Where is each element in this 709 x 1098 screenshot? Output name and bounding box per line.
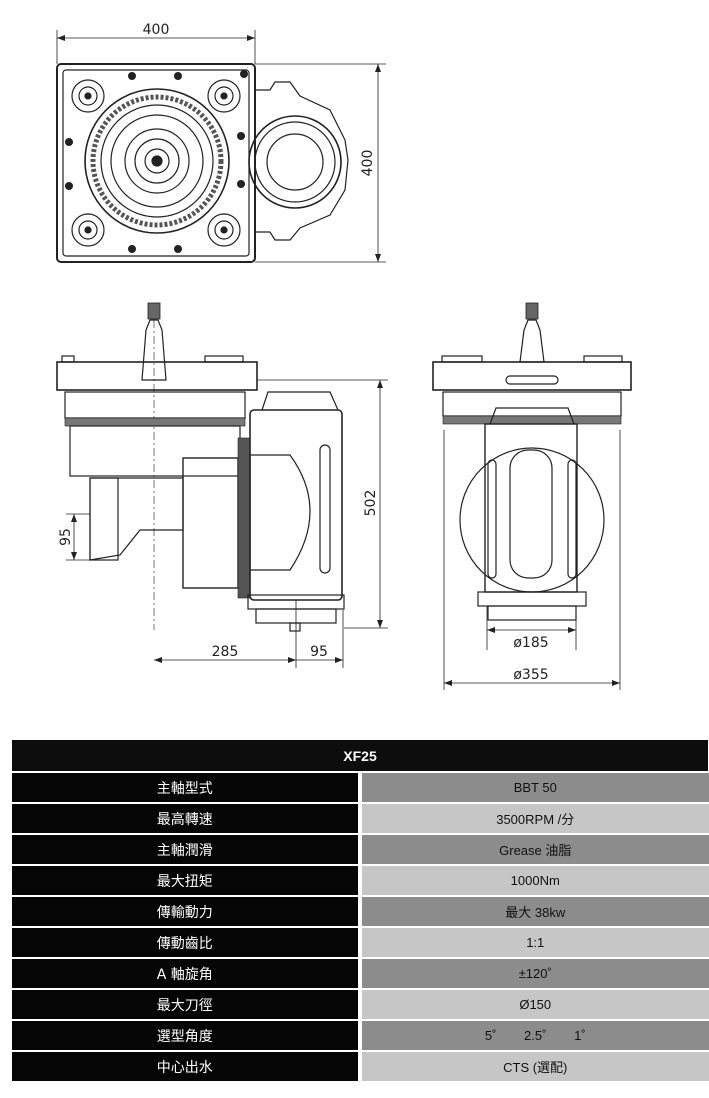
row-value: Ø150 [360,988,709,1021]
top-width-dim: 400 [143,22,170,38]
row-value: 1:1 [360,926,709,959]
row-value: CTS (選配) [360,1050,709,1083]
row-label: 傳動齒比 [11,926,362,959]
side-length-dim: 285 [212,644,239,660]
row-label: 最大刀徑 [11,988,362,1021]
row-label: 主軸型式 [11,771,362,804]
table-row: 最大扭矩 1000Nm [11,864,709,897]
side-view: 502 95 285 95 [56,302,388,668]
table-row: 選型角度 5˚ 2.5˚ 1˚ [11,1019,709,1052]
front-view: ø185 ø355 [432,302,632,690]
angle-option: 1˚ [574,1028,586,1043]
spec-table: XF25 主軸型式 BBT 50 最高轉速 3500RPM /分 主軸潤滑 Gr… [11,739,709,1083]
row-label: 選型角度 [11,1019,362,1052]
top-height-dim: 400 [360,150,376,177]
row-label: 最高轉速 [11,802,362,835]
front-inner-dia: ø185 [513,635,548,651]
row-label: A 軸旋角 [11,957,362,990]
row-value: BBT 50 [360,771,709,804]
row-value: Grease 油脂 [360,833,709,866]
table-row: 傳動齒比 1:1 [11,926,709,959]
row-value: 最大 38kw [360,895,709,928]
row-label: 中心出水 [11,1050,362,1083]
row-value: ±120˚ [360,957,709,990]
table-row: 傳輸動力 最大 38kw [11,895,709,928]
side-nose-dim: 95 [310,644,328,660]
table-row: 主軸型式 BBT 50 [11,771,709,804]
spec-table-title: XF25 [11,739,709,773]
front-outer-dia: ø355 [513,667,548,683]
side-height-dim: 502 [363,490,379,517]
row-label: 傳輸動力 [11,895,362,928]
table-row: 最高轉速 3500RPM /分 [11,802,709,835]
top-view: 400 400 [56,22,386,263]
row-value: 5˚ 2.5˚ 1˚ [360,1019,709,1052]
row-label: 主軸潤滑 [11,833,362,866]
row-value: 3500RPM /分 [360,802,709,835]
table-row: A 軸旋角 ±120˚ [11,957,709,990]
table-row: 中心出水 CTS (選配) [11,1050,709,1083]
technical-drawing: 400 400 [56,22,632,690]
row-value: 1000Nm [360,864,709,897]
table-row: 主軸潤滑 Grease 油脂 [11,833,709,866]
table-row: 最大刀徑 Ø150 [11,988,709,1021]
angle-option: 2.5˚ [524,1028,547,1043]
angle-option: 5˚ [484,1028,497,1043]
side-offset-dim: 95 [58,528,74,546]
row-label: 最大扭矩 [11,864,362,897]
